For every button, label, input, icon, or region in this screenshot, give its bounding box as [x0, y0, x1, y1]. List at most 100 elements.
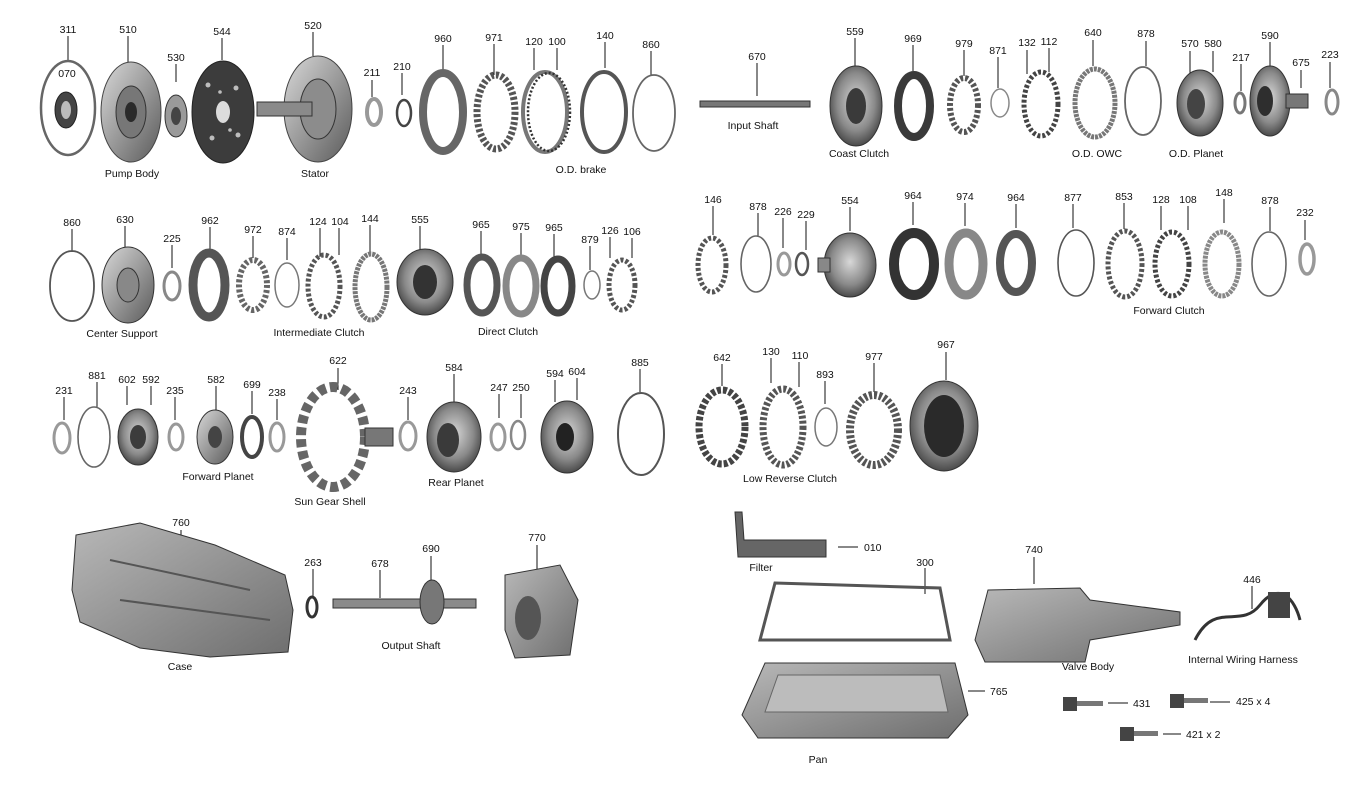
part-number-602: 602 — [118, 374, 136, 386]
part-number-223: 223 — [1321, 49, 1339, 61]
part-number-877: 877 — [1064, 192, 1082, 204]
steel-plate-120 — [521, 70, 569, 154]
clutch-plates-130-110 — [759, 385, 807, 469]
part-number-967: 967 — [937, 339, 955, 351]
part-number-878-b: 878 — [749, 201, 767, 213]
part-number-969: 969 — [904, 33, 922, 45]
part-number-690: 690 — [422, 543, 440, 555]
part-number-582: 582 — [207, 374, 225, 386]
part-number-640: 640 — [1084, 27, 1102, 39]
part-number-229: 229 — [797, 209, 815, 221]
part-number-231: 231 — [55, 385, 73, 397]
clutch-plates-132-112 — [1021, 69, 1061, 139]
part-number-108: 108 — [1179, 194, 1197, 206]
caption-low-reverse-clutch: Low Reverse Clutch — [743, 473, 837, 485]
part-number-974: 974 — [956, 191, 974, 203]
drum-967 — [909, 380, 979, 472]
part-number-106: 106 — [623, 226, 641, 238]
caption-direct-clutch: Direct Clutch — [478, 326, 538, 338]
washer-232 — [1298, 242, 1316, 276]
piston-960 — [419, 69, 467, 155]
part-number-670: 670 — [748, 51, 766, 63]
snap-ring-885 — [617, 392, 665, 476]
washer-250 — [509, 419, 527, 451]
piston-965 — [463, 253, 501, 317]
part-number-112: 112 — [1041, 36, 1058, 48]
washer-226 — [776, 251, 792, 277]
part-number-760: 760 — [172, 517, 190, 529]
coast-clutch-drum-559 — [829, 65, 883, 147]
part-number-446: 446 — [1243, 574, 1261, 586]
part-number-630: 630 — [116, 214, 134, 226]
caption-case: Case — [168, 661, 193, 673]
center-support-630 — [101, 246, 155, 324]
clutch-plates-128-108 — [1152, 229, 1192, 299]
washer-223 — [1324, 88, 1340, 116]
caption-forward-clutch: Forward Clutch — [1133, 305, 1204, 317]
part-number-594: 594 — [546, 368, 564, 380]
wiring-harness-446 — [1193, 591, 1302, 641]
part-number-860: 860 — [642, 39, 660, 51]
part-number-130: 130 — [762, 346, 780, 358]
part-number-584: 584 — [445, 362, 463, 374]
part-number-878: 878 — [1137, 28, 1155, 40]
caption-od-planet: O.D. Planet — [1169, 148, 1223, 160]
seal-ring-311 — [39, 59, 97, 157]
washer-211 — [365, 97, 383, 127]
snap-ring-860-b — [49, 250, 95, 322]
piston-965-b — [540, 255, 576, 317]
part-number-675: 675 — [1292, 57, 1310, 69]
part-number-144: 144 — [361, 213, 379, 225]
caption-valve-body: Valve Body — [1062, 661, 1115, 673]
caption-od-brake: O.D. brake — [556, 164, 607, 176]
valve-body-740 — [974, 587, 1181, 663]
part-number-250: 250 — [512, 382, 530, 394]
part-number-592: 592 — [142, 374, 160, 386]
snap-ring-879 — [583, 270, 601, 300]
part-number-678: 678 — [371, 558, 389, 570]
gasket-300 — [758, 581, 952, 642]
part-number-881: 881 — [88, 370, 106, 382]
od-planet-570-580 — [1176, 69, 1224, 137]
part-number-421: 421 x 2 — [1186, 729, 1221, 741]
plate-642 — [695, 386, 749, 468]
part-number-232: 232 — [1296, 207, 1314, 219]
part-number-765: 765 — [990, 686, 1008, 698]
plate-148 — [1202, 229, 1242, 299]
part-number-104: 104 — [331, 216, 349, 228]
part-number-110: 110 — [792, 350, 809, 362]
caption-pan: Pan — [809, 754, 828, 766]
filter-010 — [734, 511, 827, 558]
part-number-642: 642 — [713, 352, 731, 364]
part-number-263: 263 — [304, 557, 322, 569]
part-number-235: 235 — [166, 385, 184, 397]
part-number-120: 120 — [525, 36, 543, 48]
plate-974 — [944, 228, 988, 300]
part-number-211: 211 — [364, 67, 381, 79]
part-number-590: 590 — [1261, 30, 1279, 42]
snap-ring-871 — [990, 88, 1010, 118]
forward-planet-582 — [196, 409, 234, 465]
part-number-879: 879 — [581, 234, 599, 246]
washer-235 — [167, 422, 185, 452]
piston-964 — [889, 228, 939, 300]
spring-979 — [947, 75, 981, 135]
clutch-plates-124-104 — [305, 252, 343, 320]
drum-555 — [396, 248, 454, 316]
ring-699 — [240, 415, 264, 459]
clutch-plates-126-106 — [606, 257, 638, 313]
part-number-100: 100 — [548, 36, 566, 48]
input-shaft-670 — [699, 100, 811, 108]
plate-975 — [502, 254, 540, 318]
part-number-146: 146 — [704, 194, 722, 206]
part-number-770: 770 — [528, 532, 546, 544]
caption-input-shaft: Input Shaft — [728, 120, 779, 132]
part-number-555: 555 — [411, 214, 429, 226]
caption-rear-planet: Rear Planet — [428, 477, 484, 489]
part-number-965: 965 — [472, 219, 490, 231]
piston-964-b — [996, 230, 1036, 296]
snap-ring-263 — [305, 595, 319, 619]
part-number-874: 874 — [278, 226, 296, 238]
gear-602-592 — [117, 408, 159, 466]
